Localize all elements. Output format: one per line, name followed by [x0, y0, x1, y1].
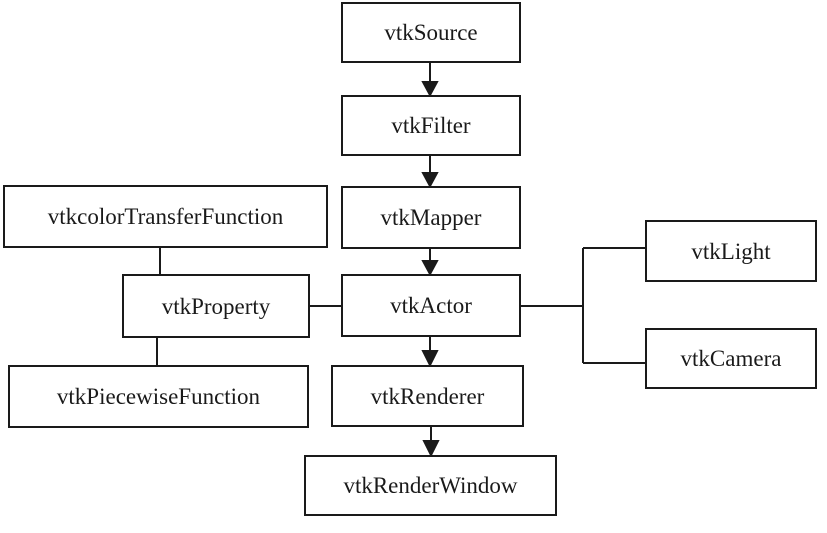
node-vtklight: vtkLight — [645, 220, 817, 282]
edge-renderer-renderwindow-arrow — [422, 427, 440, 458]
edge-mapper-actor-arrow — [421, 249, 439, 277]
node-vtkrenderwindow: vtkRenderWindow — [304, 455, 557, 516]
node-vtkcamera: vtkCamera — [645, 328, 817, 389]
edge-filter-mapper-arrow — [421, 155, 439, 189]
edge-actor-renderer-arrow — [421, 337, 439, 368]
edge-source-filter-arrow — [421, 63, 439, 98]
node-vtkcolortransferfunction: vtkcolorTransferFunction — [3, 185, 328, 248]
node-vtkmapper: vtkMapper — [341, 186, 521, 249]
node-vtkproperty: vtkProperty — [122, 274, 310, 338]
node-vtkfilter: vtkFilter — [341, 95, 521, 156]
node-vtkactor: vtkActor — [341, 274, 521, 337]
node-vtkpiecewisefunction: vtkPiecewiseFunction — [8, 365, 309, 428]
node-vtkrenderer: vtkRenderer — [331, 365, 524, 427]
node-vtksource: vtkSource — [341, 2, 521, 63]
edge-actor-bracket-line — [520, 248, 584, 363]
